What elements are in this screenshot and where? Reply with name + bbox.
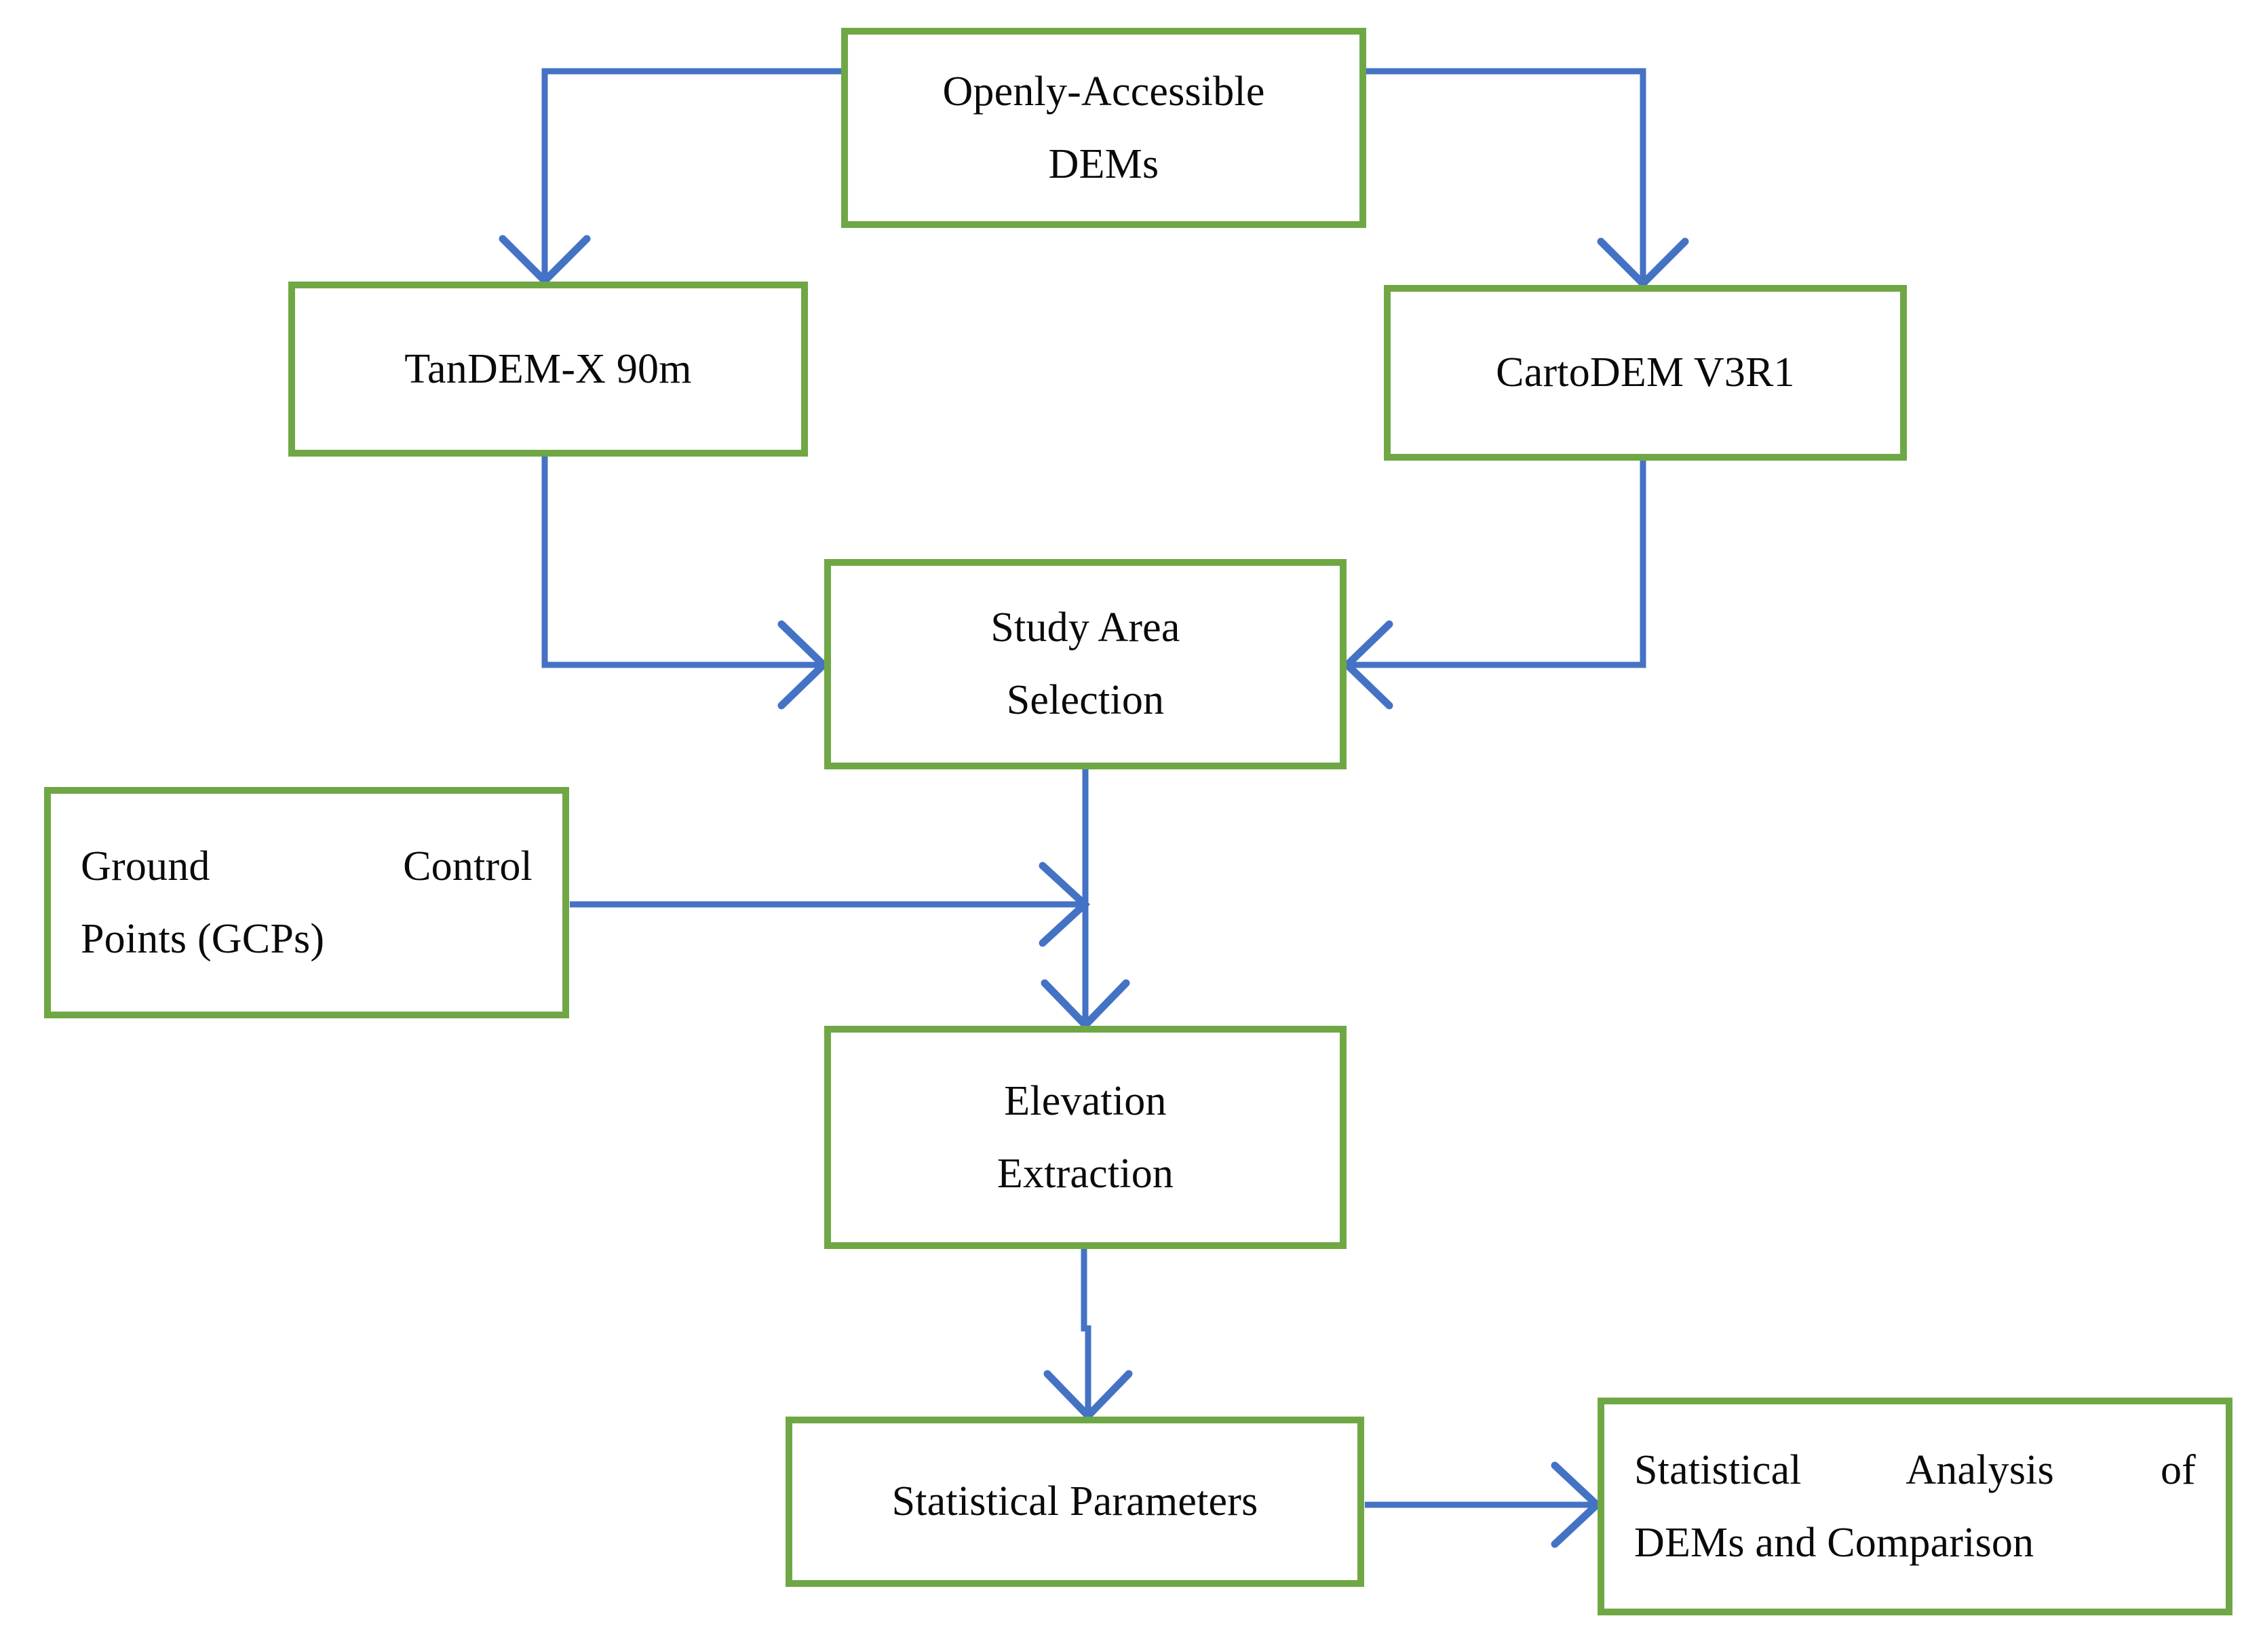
- node-line-2: Selection: [1006, 677, 1165, 723]
- node-ground-control-points[interactable]: Ground Control Points (GCPs): [44, 787, 569, 1018]
- edge-dems-to-cartodem: [1366, 68, 1689, 289]
- node-line-1: CartoDEM V3R1: [1496, 349, 1795, 396]
- node-cartodem-v3r1[interactable]: CartoDEM V3R1: [1384, 285, 1907, 461]
- node-line-2: DEMs: [1048, 140, 1159, 187]
- edge-elevation-to-stat-params: [1043, 1249, 1133, 1421]
- node-tandem-x-90m-label: TanDEM-X 90m: [295, 344, 801, 394]
- node-elevation-extraction[interactable]: Elevation Extraction: [824, 1026, 1347, 1249]
- node-statistical-analysis-of-dems-label: Statistical Analysis of DEMs and Compari…: [1604, 1434, 2226, 1579]
- edge-cartodem-to-study-area: [1342, 461, 1646, 710]
- edge-dems-to-tandem: [499, 68, 841, 286]
- node-line-2: Points (GCPs): [81, 915, 325, 962]
- node-line-1: Elevation: [1004, 1077, 1167, 1124]
- node-line-1: Statistical Analysis of: [1634, 1446, 2196, 1493]
- node-study-area-selection-label: Study Area Selection: [831, 592, 1340, 736]
- node-line-1: Openly-Accessible: [942, 68, 1265, 115]
- node-line-1: Ground Control: [81, 843, 533, 889]
- node-line-2: DEMs and Comparison: [1634, 1519, 2034, 1566]
- edge-stat-params-to-stat-analysis: [1365, 1461, 1603, 1548]
- edge-tandem-to-study-area: [541, 457, 829, 710]
- node-openly-accessible-dems[interactable]: Openly-Accessible DEMs: [841, 28, 1366, 228]
- node-ground-control-points-label: Ground Control Points (GCPs): [51, 830, 562, 975]
- node-line-1: TanDEM-X 90m: [404, 345, 692, 392]
- node-tandem-x-90m[interactable]: TanDEM-X 90m: [288, 282, 808, 457]
- node-line-1: Statistical Parameters: [891, 1478, 1258, 1525]
- node-cartodem-v3r1-label: CartoDEM V3R1: [1391, 347, 1900, 398]
- node-statistical-parameters[interactable]: Statistical Parameters: [786, 1417, 1364, 1587]
- edge-gcp-to-elevation-path: [570, 862, 1091, 947]
- node-study-area-selection[interactable]: Study Area Selection: [824, 559, 1347, 769]
- node-line-1: Study Area: [990, 604, 1180, 651]
- node-statistical-parameters-label: Statistical Parameters: [792, 1476, 1357, 1526]
- node-elevation-extraction-label: Elevation Extraction: [831, 1065, 1340, 1210]
- node-openly-accessible-dems-label: Openly-Accessible DEMs: [848, 56, 1359, 200]
- node-statistical-analysis-of-dems[interactable]: Statistical Analysis of DEMs and Compari…: [1598, 1398, 2232, 1615]
- node-line-2: Extraction: [997, 1150, 1174, 1197]
- edge-study-area-to-elevation: [1041, 769, 1130, 1031]
